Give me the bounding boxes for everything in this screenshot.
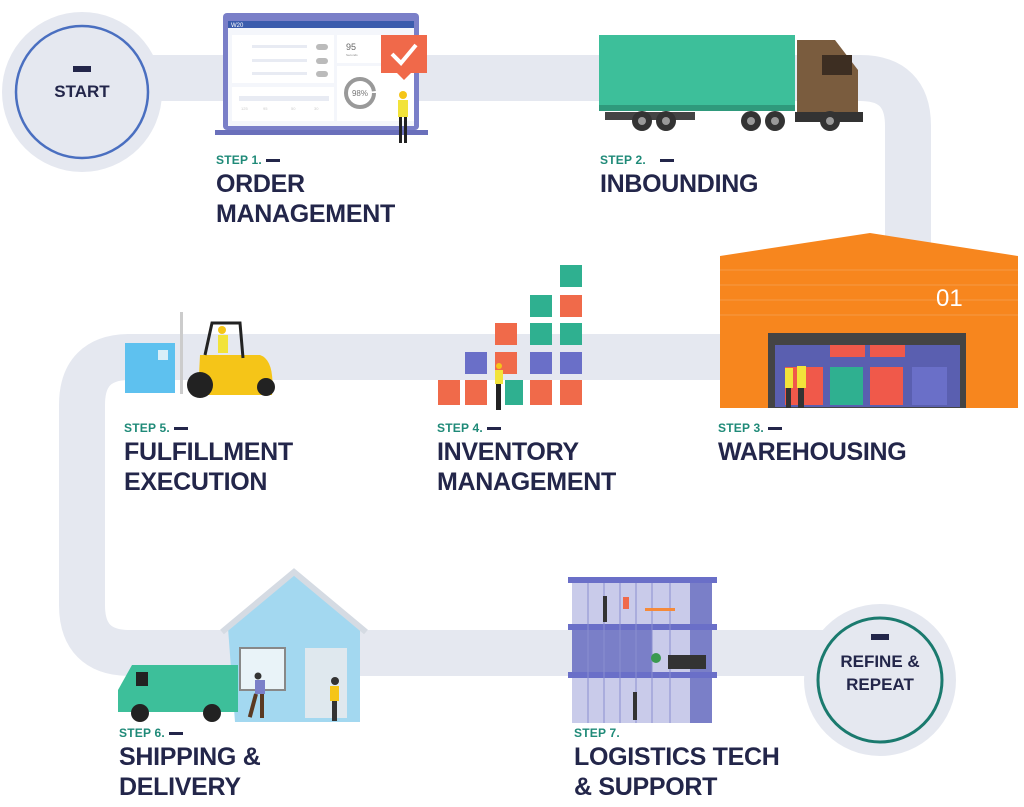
person-icon [330,677,339,721]
step-2: STEP 2. INBOUNDING [600,153,758,199]
worker-icon [398,91,408,143]
step-title: LOGISTICS TECH& SUPPORT [574,742,780,802]
start-text: START [54,82,110,101]
step-label: STEP 7. [574,726,620,740]
dash-icon [659,158,674,162]
laptop-gauge: 98% [352,89,368,98]
worker-icon [495,363,503,410]
step-label: STEP 3. [718,421,764,435]
refine-repeat-label: REFINE & REPEAT [820,634,940,696]
step-label: STEP 6. [119,726,165,740]
step-title: WAREHOUSING [718,437,907,467]
dash-icon [767,426,782,430]
step-title-line: INVENTORY [437,438,579,466]
step-title-line: DELIVERY [119,773,241,801]
step-title-line: MANAGEMENT [437,468,616,496]
laptop-axis-tick: 50 [291,106,296,111]
laptop-metric-caption: Seconds [346,53,358,57]
step-title: INBOUNDING [600,169,758,199]
dash-icon [265,158,280,162]
step-label: STEP 2. [600,153,646,167]
refine-repeat-circle [804,604,956,756]
step-6: STEP 6. SHIPPING &DELIVERY [119,726,261,802]
step-title-line: ORDER [216,170,305,198]
step-title-line: MANAGEMENT [216,200,395,228]
dash-icon [486,426,501,430]
truck-illustration [599,35,863,131]
step-title-line: FULFILLMENT [124,438,293,466]
step-label: STEP 4. [437,421,483,435]
step-title-line: INBOUNDING [600,170,759,198]
laptop-metric: 95 [346,42,356,52]
inventory-shelves-illustration [438,265,582,410]
step-label: STEP 1. [216,153,262,167]
laptop-axis-tick: 30 [314,106,319,111]
step-3: STEP 3. WAREHOUSING [718,421,907,467]
van-icon [118,665,238,722]
step-title-line: EXECUTION [124,468,268,496]
house-delivery-illustration [118,568,368,722]
step-title-line: & SUPPORT [574,773,718,801]
person-icon [247,672,265,718]
dash-icon [173,426,188,430]
step-label: STEP 5. [124,421,170,435]
step-7: STEP 7. LOGISTICS TECH& SUPPORT [574,726,780,802]
dash-icon [168,731,183,735]
office-building-illustration [568,577,717,723]
laptop-axis-tick: 125 [241,106,248,111]
step-title-line: WAREHOUSING [718,438,907,466]
repeat-text: REPEAT [846,675,914,694]
laptop-axis-tick: 95 [263,106,268,111]
laptop-brand: W20 [231,23,244,29]
start-circle [2,12,162,172]
forklift-illustration [125,312,275,398]
start-label: START [32,66,132,102]
dash-icon [73,66,91,72]
step-title: SHIPPING &DELIVERY [119,742,261,802]
dash-icon [871,634,889,640]
step-title-line: LOGISTICS TECH [574,743,780,771]
warehouse-number: 01 [936,285,963,312]
checkmark-icon [381,35,427,80]
process-path [59,55,931,676]
laptop-illustration: W20 95 Seconds 125 95 50 30 98% [215,13,428,143]
step-title-line: SHIPPING & [119,743,261,771]
warehouse-illustration: 01 [720,233,1018,408]
refine-text: REFINE & [840,652,920,671]
